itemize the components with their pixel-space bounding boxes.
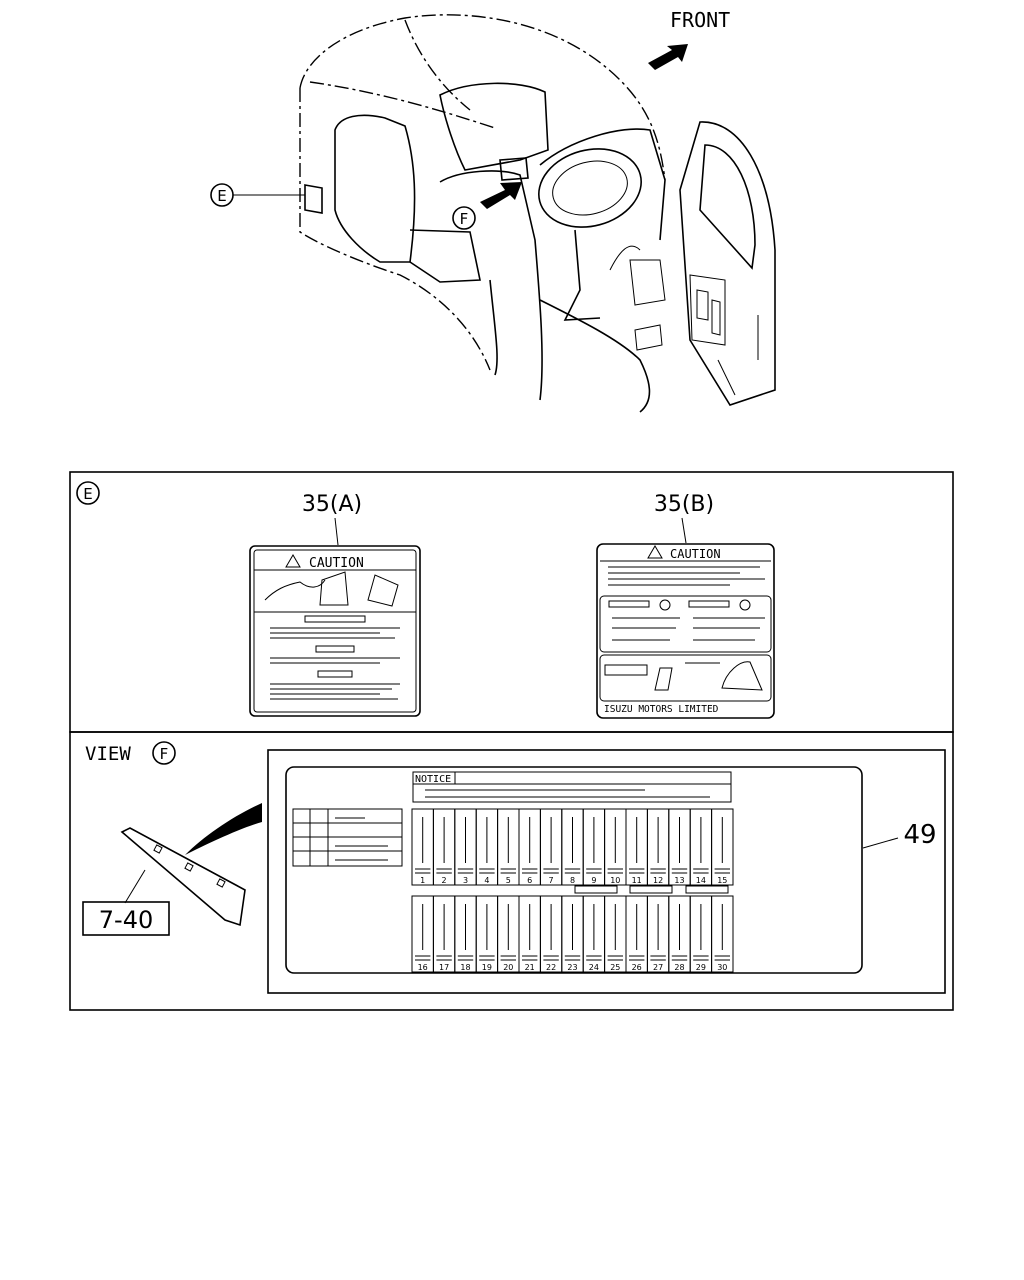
fuse-number: 1: [420, 876, 425, 885]
fuse-number: 5: [506, 876, 511, 885]
fuse-slot: 13: [668, 808, 691, 886]
label-49-part-no: 49: [903, 820, 936, 850]
fuse-slot: 7: [539, 808, 563, 886]
fuse-number: 19: [482, 963, 492, 972]
fuse-number: 14: [696, 876, 706, 885]
view-f-label: VIEW: [85, 743, 131, 765]
panel-view-f: VIEW F 7-40 49 NOTICE: [69, 731, 954, 1011]
front-arrow-icon: [648, 44, 688, 70]
fuse-number: 7: [549, 876, 554, 885]
fuse-slot: 14: [689, 808, 713, 886]
fuse-number: 25: [610, 963, 620, 972]
fuse-number: 3: [463, 876, 468, 885]
fuse-slot: 24: [582, 895, 606, 973]
label-35a-header: CAUTION: [309, 556, 364, 571]
ref-7-40-text: 7-40: [99, 906, 153, 934]
fuse-number: 27: [653, 963, 663, 972]
front-indicator: FRONT: [648, 8, 730, 70]
fuse-slot: 17: [432, 895, 456, 973]
fuse-slot: 8: [561, 808, 584, 886]
fuse-number: 21: [525, 963, 535, 972]
cab-illustration: [299, 14, 776, 413]
panel-e-callout: E: [83, 485, 92, 503]
label-35a: 35(A) CAUTION: [249, 492, 421, 717]
fuse-slot: 29: [689, 895, 713, 973]
view-f-arrow-icon: [480, 182, 522, 209]
fuse-slot: 10: [604, 808, 627, 886]
label-35b-footer: ISUZU MOTORS LIMITED: [604, 704, 719, 715]
fuse-slot: 4: [475, 808, 499, 886]
fuse-number: 4: [484, 876, 489, 885]
fuse-slot: 26: [625, 895, 648, 973]
ref-7-40: 7-40: [82, 901, 170, 936]
label-e-location: [304, 184, 323, 214]
label-35b-part-no: 35(B): [654, 492, 714, 517]
fuse-number: 16: [418, 963, 428, 972]
fuse-slot: 9: [582, 808, 606, 886]
fuse-number: 22: [546, 963, 556, 972]
label-35b: 35(B) CAUTION ISUZU: [596, 492, 775, 719]
fuse-slot: 2: [432, 808, 456, 886]
callout-e-top-label: E: [217, 187, 226, 205]
fuse-slot: 12: [646, 808, 670, 886]
fuse-slot: 16: [411, 895, 434, 973]
panel-e: E 35(A) CAUTION: [69, 471, 954, 733]
fuse-number: 15: [717, 876, 727, 885]
callout-f-top: F: [452, 182, 522, 230]
fuse-number: 17: [439, 963, 449, 972]
fuse-number: 8: [570, 876, 575, 885]
fuse-slot: 28: [668, 895, 691, 973]
fuse-number: 9: [591, 876, 596, 885]
fuse-slot: 11: [625, 808, 648, 886]
fuse-slot: 20: [497, 895, 520, 973]
fuse-slot: 6: [518, 808, 541, 886]
label-35a-part-no: 35(A): [302, 492, 362, 517]
fuse-number: 18: [460, 963, 470, 972]
fuse-slot: 30: [711, 895, 734, 973]
view-f-callout: F: [160, 745, 169, 763]
fuse-slot: 27: [646, 895, 670, 973]
front-label: FRONT: [670, 8, 730, 32]
leader-wedge-icon: [185, 803, 262, 855]
fuse-slot: 15: [711, 808, 734, 886]
fuse-number: 20: [503, 963, 513, 972]
label-f-location: [499, 157, 529, 181]
fuse-number: 12: [653, 876, 663, 885]
callout-e-top: E: [210, 183, 305, 207]
fuse-number: 24: [589, 963, 599, 972]
fuse-slot: 25: [604, 895, 627, 973]
fuse-slot: 22: [539, 895, 563, 973]
fuse-slot: 5: [497, 808, 520, 886]
fuse-slot: 3: [454, 808, 477, 886]
fuse-slot: 19: [475, 895, 499, 973]
fuse-number: 2: [442, 876, 447, 885]
fuse-box-lid: [120, 803, 262, 927]
fuse-number: 28: [674, 963, 684, 972]
label-35b-header: CAUTION: [670, 547, 721, 561]
fuse-number: 26: [632, 963, 642, 972]
fuse-slot: 1: [411, 808, 434, 886]
fuse-slot: 23: [561, 895, 584, 973]
fuse-grid-bottom: 16 17 18 19 20 21 22 23 24 25 26 27 28 29 30: [411, 895, 734, 973]
fuse-number: 10: [610, 876, 620, 885]
fuse-slot: 18: [454, 895, 477, 973]
fuse-number: 23: [567, 963, 577, 972]
fuse-number: 6: [527, 876, 532, 885]
fuse-number: 29: [696, 963, 706, 972]
fuse-number: 13: [674, 876, 684, 885]
fuse-number: 30: [717, 963, 727, 972]
callout-f-top-label: F: [460, 210, 469, 228]
notice-title: NOTICE: [415, 774, 451, 785]
fuse-slot: 21: [518, 895, 541, 973]
fuse-number: 11: [632, 876, 642, 885]
